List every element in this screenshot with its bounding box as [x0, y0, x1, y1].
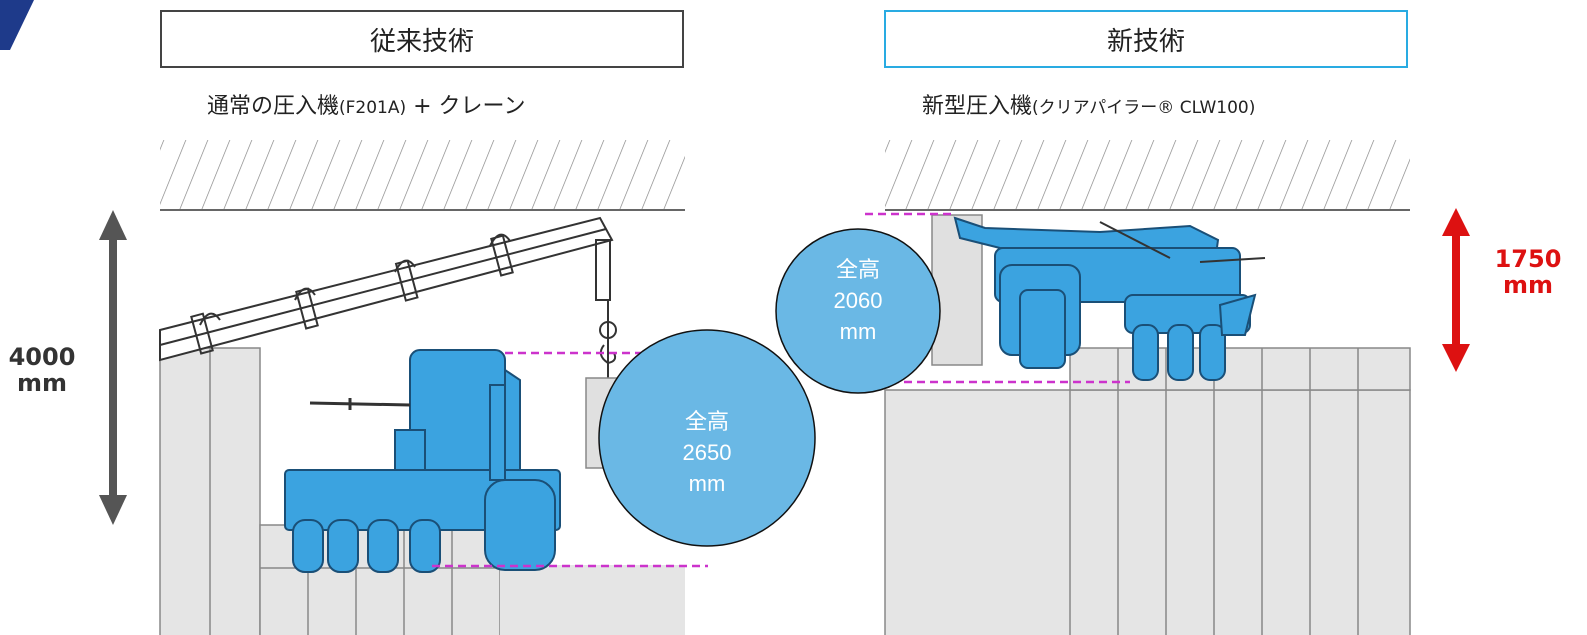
left-subtitle-main: 通常の圧入機	[207, 94, 340, 119]
left-dimension-label: 4000 mm	[2, 344, 82, 396]
crane-boom	[159, 216, 617, 378]
right-height-label: 全高 2060 mm	[800, 254, 916, 347]
right-dimension-label: 1750 mm	[1488, 246, 1568, 298]
left-dimension-arrow	[99, 210, 127, 525]
right-height-title: 全高	[835, 257, 880, 282]
right-dimension-arrow	[1442, 208, 1470, 372]
corner-accent	[0, 0, 34, 50]
right-height-value: 2060	[833, 288, 883, 313]
right-subtitle-main: 新型圧入機	[922, 94, 1033, 119]
left-height-circle	[598, 329, 816, 547]
right-height-markers	[865, 212, 1130, 384]
press-machine-f201a	[284, 349, 561, 573]
left-panel-header: 従来技術	[160, 10, 684, 68]
right-subtitle: 新型圧入機(クリアパイラー® CLW100)	[922, 88, 1255, 120]
right-dimension-unit: mm	[1502, 271, 1553, 299]
left-dimension-value: 4000	[8, 343, 76, 371]
right-height-circle	[775, 228, 941, 394]
left-height-title: 全高	[684, 409, 729, 434]
left-subtitle: 通常の圧入機(F201A) + クレーン	[207, 88, 525, 120]
press-machine-clw100	[953, 216, 1257, 381]
left-height-value: 2650	[682, 440, 732, 465]
right-subtitle-model: (クリアパイラー® CLW100)	[1032, 98, 1256, 118]
right-piles	[884, 214, 1411, 635]
press-rod	[309, 398, 411, 410]
left-height-label: 全高 2650 mm	[640, 406, 774, 499]
left-subtitle-model: (F201A)	[339, 98, 407, 118]
right-rod	[1099, 221, 1266, 263]
right-dimension-value: 1750	[1494, 245, 1562, 273]
left-piles	[159, 347, 685, 635]
right-panel-header: 新技術	[884, 10, 1408, 68]
left-subtitle-tail: + クレーン	[406, 94, 526, 119]
left-dimension-unit: mm	[16, 369, 67, 397]
left-height-unit: mm	[688, 471, 726, 496]
right-ceiling	[885, 140, 1410, 211]
left-ceiling	[160, 140, 685, 211]
right-height-unit: mm	[839, 319, 877, 344]
